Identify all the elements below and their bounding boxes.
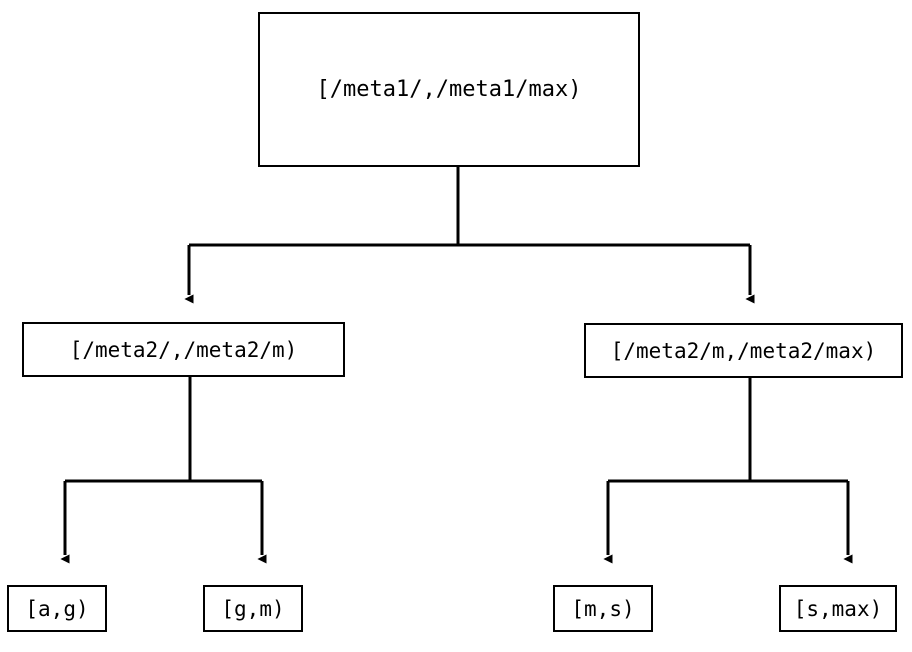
node-leaf-m-s-label: [m,s): [571, 596, 635, 621]
node-root[interactable]: [/meta1/,/meta1/max): [258, 12, 640, 167]
node-leaf-a-g[interactable]: [a,g): [7, 585, 107, 632]
node-leaf-m-s[interactable]: [m,s): [553, 585, 653, 632]
node-middle-left[interactable]: [/meta2/,/meta2/m): [22, 322, 345, 377]
node-leaf-a-g-label: [a,g): [25, 596, 89, 621]
node-middle-left-label: [/meta2/,/meta2/m): [69, 337, 298, 362]
node-middle-right[interactable]: [/meta2/m,/meta2/max): [584, 323, 903, 378]
node-root-label: [/meta1/,/meta1/max): [316, 77, 582, 102]
node-leaf-s-max-label: [s,max): [793, 596, 883, 621]
node-leaf-s-max[interactable]: [s,max): [779, 585, 897, 632]
node-middle-right-label: [/meta2/m,/meta2/max): [610, 338, 877, 363]
node-leaf-g-m[interactable]: [g,m): [203, 585, 303, 632]
node-leaf-g-m-label: [g,m): [221, 596, 285, 621]
